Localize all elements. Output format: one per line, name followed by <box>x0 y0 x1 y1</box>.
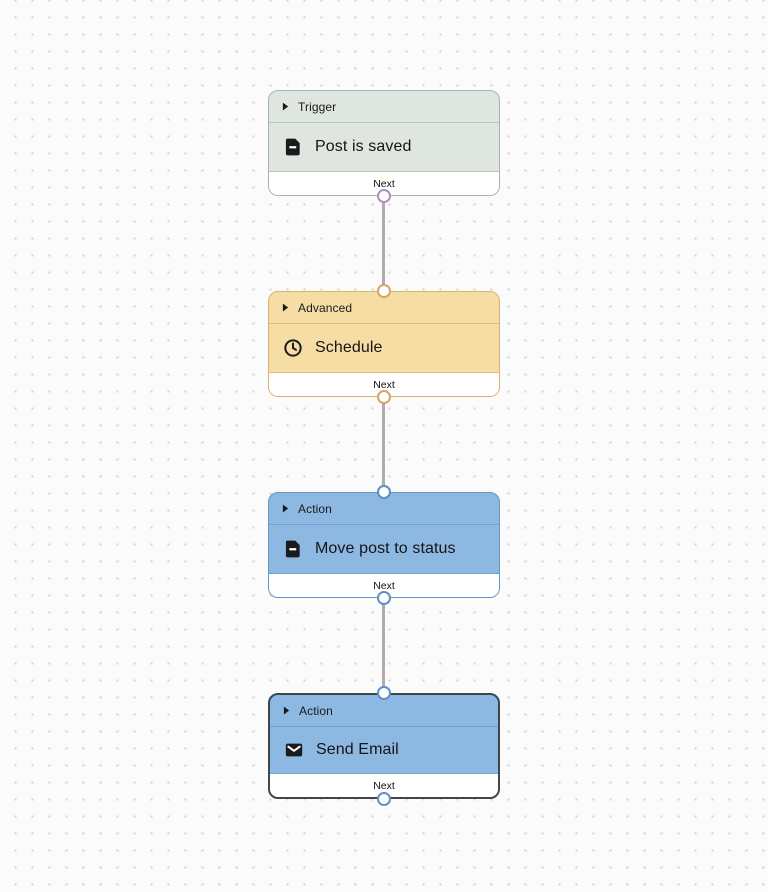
collapse-caret-icon[interactable] <box>283 706 290 715</box>
node-title: Schedule <box>315 339 383 356</box>
node-header[interactable]: Action <box>270 695 498 727</box>
workflow-node-trigger[interactable]: Trigger Post is saved Next <box>268 90 500 196</box>
collapse-caret-icon[interactable] <box>282 504 289 513</box>
document-icon <box>283 137 303 157</box>
connector-handle-output[interactable] <box>377 390 391 404</box>
connector-edge <box>382 196 385 291</box>
clock-icon <box>283 338 303 358</box>
collapse-caret-icon[interactable] <box>282 102 289 111</box>
node-category-label: Action <box>299 703 333 718</box>
workflow-node-advanced[interactable]: Advanced Schedule Next <box>268 291 500 397</box>
next-slot-label: Next <box>373 779 395 792</box>
connector-handle-input[interactable] <box>377 284 391 298</box>
node-header[interactable]: Trigger <box>269 91 499 123</box>
next-slot-label: Next <box>373 177 395 190</box>
connector-edge <box>382 598 385 693</box>
node-body: Post is saved <box>269 123 499 171</box>
node-title: Post is saved <box>315 138 412 155</box>
node-body: Move post to status <box>269 525 499 573</box>
node-header[interactable]: Action <box>269 493 499 525</box>
document-icon <box>283 539 303 559</box>
collapse-caret-icon[interactable] <box>282 303 289 312</box>
workflow-node-action-move-post[interactable]: Action Move post to status Next <box>268 492 500 598</box>
node-body: Schedule <box>269 324 499 372</box>
connector-handle-output[interactable] <box>377 792 391 806</box>
connector-handle-output[interactable] <box>377 189 391 203</box>
mail-icon <box>284 740 304 760</box>
node-title: Move post to status <box>315 540 456 557</box>
connector-handle-input[interactable] <box>377 686 391 700</box>
node-header[interactable]: Advanced <box>269 292 499 324</box>
node-body: Send Email <box>270 727 498 773</box>
connector-handle-input[interactable] <box>377 485 391 499</box>
next-slot-label: Next <box>373 579 395 592</box>
connector-handle-output[interactable] <box>377 591 391 605</box>
next-slot-label: Next <box>373 378 395 391</box>
node-category-label: Action <box>298 501 332 516</box>
node-footer: Next <box>269 573 499 597</box>
connector-edge <box>382 397 385 492</box>
workflow-node-action-send-email[interactable]: Action Send Email Next <box>268 693 500 799</box>
node-title: Send Email <box>316 741 399 758</box>
node-category-label: Advanced <box>298 300 353 315</box>
node-category-label: Trigger <box>298 99 337 114</box>
